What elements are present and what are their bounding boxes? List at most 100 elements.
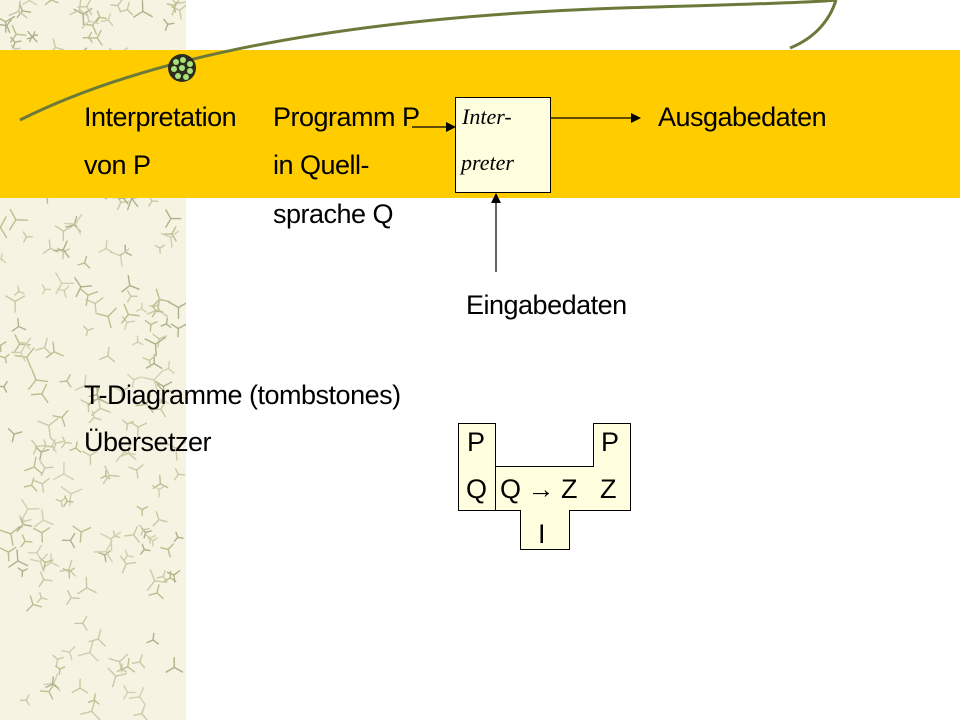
pattern-glyph — [88, 29, 103, 46]
pattern-glyph — [109, 248, 130, 268]
pattern-glyph — [145, 534, 156, 544]
pattern-glyph — [99, 346, 116, 363]
pattern-glyph — [8, 0, 28, 19]
pattern-glyph — [81, 450, 99, 465]
pattern-glyph — [119, 657, 136, 673]
pattern-glyph — [108, 653, 128, 673]
pattern-glyph — [10, 36, 22, 49]
pattern-glyph — [115, 440, 136, 463]
arrowhead-icon — [631, 113, 641, 123]
pattern-glyph — [146, 569, 168, 591]
tombstone-right — [593, 423, 631, 511]
pattern-glyph — [20, 534, 33, 548]
pattern-glyph — [61, 436, 73, 449]
pattern-glyph — [0, 252, 7, 264]
pattern-glyph — [119, 1, 134, 16]
pattern-glyph — [0, 216, 8, 239]
pattern-glyph — [53, 240, 70, 258]
pattern-glyph — [69, 441, 82, 453]
interpretation-heading-line2: von P — [84, 150, 151, 180]
pattern-glyph — [22, 0, 38, 6]
pattern-glyph — [66, 589, 80, 606]
tombstone-right-top: P — [601, 427, 619, 457]
pattern-glyph — [39, 460, 54, 477]
pattern-glyph — [142, 370, 163, 392]
pattern-glyph — [44, 0, 59, 6]
pattern-glyph — [102, 465, 120, 485]
pattern-glyph — [133, 705, 148, 720]
pattern-glyph — [55, 497, 66, 508]
pattern-glyph — [136, 505, 149, 517]
pattern-glyph — [74, 615, 88, 631]
pattern-glyph — [121, 419, 134, 431]
output-label: Ausgabedaten — [658, 102, 827, 132]
compiler-center-label: Q → Z — [500, 474, 578, 504]
pattern-glyph — [123, 525, 140, 543]
pattern-glyph — [135, 394, 154, 414]
pattern-glyph — [17, 567, 28, 577]
pattern-glyph — [79, 287, 99, 306]
pattern-glyph — [0, 15, 16, 33]
pattern-glyph — [33, 508, 54, 528]
pattern-glyph — [132, 335, 144, 346]
pattern-glyph — [166, 0, 180, 13]
pattern-glyph — [22, 231, 33, 243]
pattern-glyph — [96, 307, 117, 329]
pattern-glyph — [52, 654, 65, 667]
program-label-line2: in Quell- — [273, 150, 370, 180]
pattern-glyph — [14, 285, 25, 296]
pattern-glyph — [10, 343, 27, 362]
pattern-glyph — [165, 441, 186, 461]
pattern-glyph — [37, 417, 59, 438]
pattern-glyph — [62, 567, 76, 579]
pattern-glyph — [168, 301, 186, 320]
pattern-glyph — [19, 337, 32, 350]
pattern-glyph — [123, 549, 135, 562]
pattern-glyph — [129, 421, 147, 437]
pattern-glyph — [170, 323, 186, 338]
pattern-glyph — [38, 571, 53, 588]
tombstone-right-bottom: Z — [600, 474, 617, 504]
pattern-glyph — [119, 555, 137, 574]
pattern-glyph — [52, 409, 69, 427]
tombstone-left — [458, 423, 496, 511]
pattern-glyph — [41, 284, 52, 295]
pattern-glyph — [146, 632, 160, 645]
pattern-glyph — [173, 531, 184, 542]
pattern-glyph — [123, 685, 136, 700]
green-dotted-bullet-icon — [168, 54, 196, 82]
pattern-glyph — [138, 524, 150, 536]
pattern-glyph — [151, 305, 163, 318]
pattern-glyph — [33, 477, 50, 493]
pattern-glyph — [77, 640, 99, 662]
pattern-glyph — [126, 290, 138, 303]
pattern-glyph — [114, 386, 129, 400]
pattern-glyph — [18, 515, 32, 529]
pattern-glyph — [151, 401, 167, 418]
pattern-glyph — [82, 16, 100, 35]
pattern-glyph — [121, 303, 140, 324]
program-label-line3: sprache Q — [273, 199, 394, 229]
arrowhead-icon — [446, 122, 456, 132]
tombstone-left-bottom: Q — [466, 474, 487, 504]
pattern-glyph — [45, 341, 64, 359]
input-label: Eingabedaten — [466, 290, 627, 320]
swoosh-curve-tail — [789, 0, 838, 50]
pattern-glyph — [0, 546, 17, 562]
swoosh-curve — [19, 0, 837, 122]
pattern-glyph — [77, 255, 91, 269]
pattern-glyph — [23, 477, 38, 492]
pattern-glyph — [88, 410, 102, 424]
pattern-glyph — [53, 461, 75, 481]
pattern-glyph — [0, 18, 13, 34]
pattern-glyph — [174, 468, 186, 481]
tdiagram-heading: T-Diagramme (tombstones) — [84, 380, 401, 410]
pattern-glyph — [151, 484, 167, 498]
pattern-glyph — [61, 645, 76, 661]
pattern-glyph — [163, 18, 175, 31]
pattern-glyph — [77, 576, 97, 595]
pattern-glyph — [161, 360, 175, 374]
pattern-glyph — [74, 277, 93, 298]
